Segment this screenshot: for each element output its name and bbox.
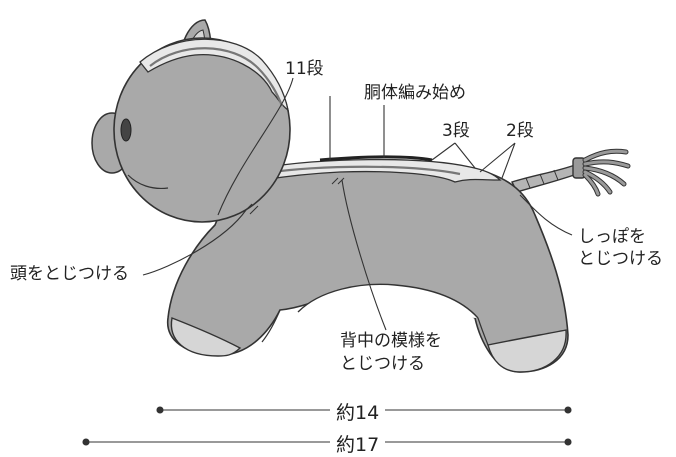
label-tail-attach-2: とじつける [578,249,663,269]
label-2-rows: 2段 [506,121,534,141]
measure-long: 約17 [330,430,386,457]
label-tail-attach-1: しっぽを [578,227,646,247]
measure-lines [82,406,572,446]
label-back-pattern-1: 背中の模様を [340,331,442,351]
label-body-start: 胴体編み始め [364,83,466,103]
label-head-attach: 頭をとじつける [10,264,129,284]
tail [511,148,631,197]
label-head-rows: 11段 [285,59,324,79]
leader-lines [142,77,573,331]
head [91,19,291,223]
measure-short: 約14 [330,398,386,425]
label-back-pattern-2: とじつける [340,354,425,374]
label-3-rows: 3段 [442,121,470,141]
body [166,155,569,373]
